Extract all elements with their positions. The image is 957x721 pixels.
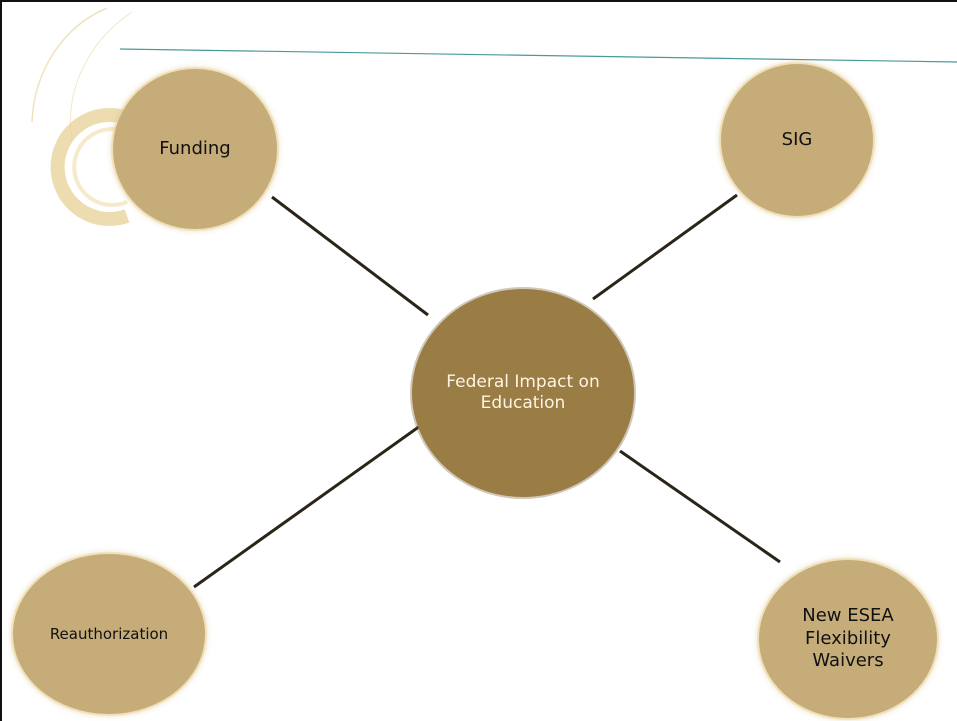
inner-ring-decoration bbox=[72, 127, 128, 207]
node-esea-label: New ESEA Flexibility Waivers bbox=[802, 605, 894, 672]
node-center: Federal Impact on Education bbox=[412, 289, 634, 497]
node-reauthorization: Reauthorization bbox=[13, 554, 205, 714]
accent-rule-line bbox=[119, 48, 957, 63]
node-sig-label: SIG bbox=[781, 128, 813, 150]
connector-sig bbox=[592, 193, 738, 301]
connector-esea bbox=[619, 449, 781, 564]
connector-funding bbox=[271, 195, 429, 317]
node-funding-label: Funding bbox=[159, 137, 231, 159]
node-reauthorization-label: Reauthorization bbox=[49, 624, 169, 643]
node-sig: SIG bbox=[721, 64, 873, 216]
crescent-ring-decoration bbox=[50, 108, 130, 226]
thin-arc-decoration bbox=[31, 7, 108, 123]
node-esea: New ESEA Flexibility Waivers bbox=[759, 560, 937, 718]
node-center-label: Federal Impact on Education bbox=[446, 371, 600, 413]
node-funding: Funding bbox=[113, 69, 277, 229]
connector-reauthorization bbox=[193, 424, 421, 589]
